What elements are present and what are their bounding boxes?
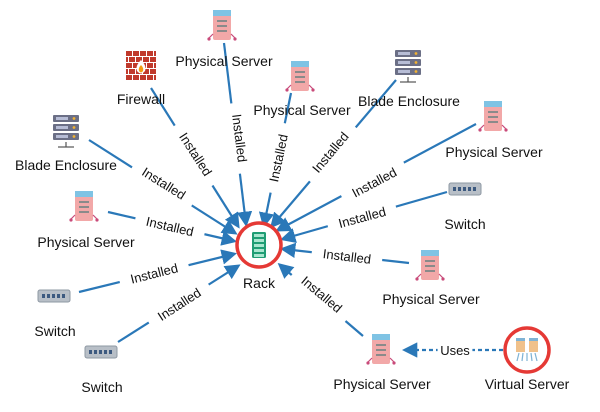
edge-label-group: Installed bbox=[133, 209, 207, 243]
server-icon bbox=[207, 10, 237, 41]
server-icon bbox=[366, 334, 396, 365]
node-label: Switch bbox=[34, 323, 75, 339]
node-label: Physical Server bbox=[175, 53, 273, 69]
edge-label-group: Installed bbox=[310, 242, 384, 270]
edge-label: Uses bbox=[440, 343, 470, 358]
node-blade-left[interactable]: Blade Enclosure bbox=[15, 115, 117, 173]
node-label: Firewall bbox=[117, 91, 165, 107]
blade-enclosure-icon bbox=[53, 115, 79, 148]
node-label: Physical Server bbox=[37, 234, 135, 250]
node-firewall[interactable]: Firewall bbox=[117, 51, 165, 107]
edge-label-group: Installed bbox=[325, 199, 399, 235]
edge-virtual-to-ps-bottom[interactable]: Uses bbox=[401, 341, 503, 359]
node-label: Blade Enclosure bbox=[15, 157, 117, 173]
edge-label-background bbox=[261, 121, 295, 195]
blade-enclosure-icon bbox=[395, 50, 421, 83]
server-icon bbox=[415, 250, 445, 281]
edge-ps-mid-to-rack[interactable]: Installed bbox=[258, 92, 295, 229]
node-label: Blade Enclosure bbox=[358, 93, 460, 109]
virtual-server-icon bbox=[516, 338, 538, 362]
edge-label-background bbox=[133, 209, 207, 243]
edge-label-group: Installed bbox=[289, 264, 355, 324]
edge-label-group: Installed bbox=[144, 277, 214, 331]
highlight-ring bbox=[503, 326, 551, 374]
edge-ps-bottom-to-rack[interactable]: Installed bbox=[277, 262, 364, 337]
edge-label-group: Installed bbox=[300, 119, 360, 185]
node-blade-right[interactable]: Blade Enclosure bbox=[358, 50, 460, 109]
node-label: Switch bbox=[444, 216, 485, 232]
node-label: Physical Server bbox=[253, 102, 351, 118]
edge-label-group: Installed bbox=[261, 121, 295, 195]
node-virtual[interactable]: Virtual Server bbox=[485, 326, 570, 392]
edge-label-background bbox=[117, 255, 191, 291]
edge-label: Installed bbox=[309, 129, 352, 176]
node-ps-bottom[interactable]: Physical Server bbox=[333, 334, 431, 392]
edge-label-background bbox=[325, 199, 399, 235]
switch-icon bbox=[84, 345, 118, 359]
edge-label-group: Uses bbox=[437, 341, 473, 359]
node-label: Virtual Server bbox=[485, 376, 570, 392]
node-switch-left[interactable]: Switch bbox=[34, 289, 76, 339]
firewall-icon bbox=[126, 51, 156, 80]
node-ps-left[interactable]: Physical Server bbox=[37, 191, 135, 250]
node-ps-lowright[interactable]: Physical Server bbox=[382, 250, 480, 307]
edge-label-background bbox=[226, 101, 254, 175]
server-icon bbox=[285, 61, 315, 92]
node-label: Switch bbox=[81, 379, 122, 395]
edge-label: Installed bbox=[322, 246, 372, 267]
node-ps-mid[interactable]: Physical Server bbox=[253, 61, 351, 118]
edge-label-group: Installed bbox=[338, 157, 410, 207]
server-icon bbox=[69, 191, 99, 222]
rack-icon bbox=[252, 232, 266, 258]
edge-label-group: Installed bbox=[117, 255, 191, 291]
edge-label-background bbox=[437, 341, 473, 359]
edge-label: Installed bbox=[229, 113, 250, 163]
node-switch-right[interactable]: Switch bbox=[444, 182, 486, 232]
node-label: Physical Server bbox=[445, 144, 543, 160]
edge-label-background bbox=[169, 119, 223, 189]
node-label: Rack bbox=[243, 275, 276, 291]
node-ps-top[interactable]: Physical Server bbox=[175, 10, 273, 69]
edge-label-group: Installed bbox=[226, 101, 254, 175]
edge-switch-right-to-rack[interactable]: Installed bbox=[280, 190, 448, 244]
node-rack[interactable]: Rack bbox=[235, 221, 283, 291]
edge-label-background bbox=[310, 242, 384, 270]
edge-label: Installed bbox=[298, 273, 345, 316]
node-label: Physical Server bbox=[382, 291, 480, 307]
edge-label-background bbox=[338, 157, 410, 207]
edge-label-background bbox=[300, 119, 360, 185]
switch-icon bbox=[37, 289, 71, 303]
edge-ps-top-to-rack[interactable]: Installed bbox=[222, 42, 254, 228]
edge-switch-left-to-rack[interactable]: Installed bbox=[78, 249, 237, 294]
edge-label-group: Installed bbox=[129, 156, 199, 210]
edge-firewall-to-rack[interactable]: Installed bbox=[150, 87, 240, 229]
server-icon bbox=[478, 101, 508, 132]
edge-label-background bbox=[144, 277, 214, 331]
edge-label-background bbox=[289, 264, 355, 324]
edge-label-background bbox=[129, 156, 199, 210]
node-label: Physical Server bbox=[333, 376, 431, 392]
node-ps-right[interactable]: Physical Server bbox=[445, 101, 543, 160]
switch-icon bbox=[448, 182, 482, 196]
edge-ps-lowright-to-rack[interactable]: Installed bbox=[279, 242, 410, 270]
node-switch-bottom[interactable]: Switch bbox=[81, 345, 123, 395]
edge-label-group: Installed bbox=[169, 119, 223, 189]
